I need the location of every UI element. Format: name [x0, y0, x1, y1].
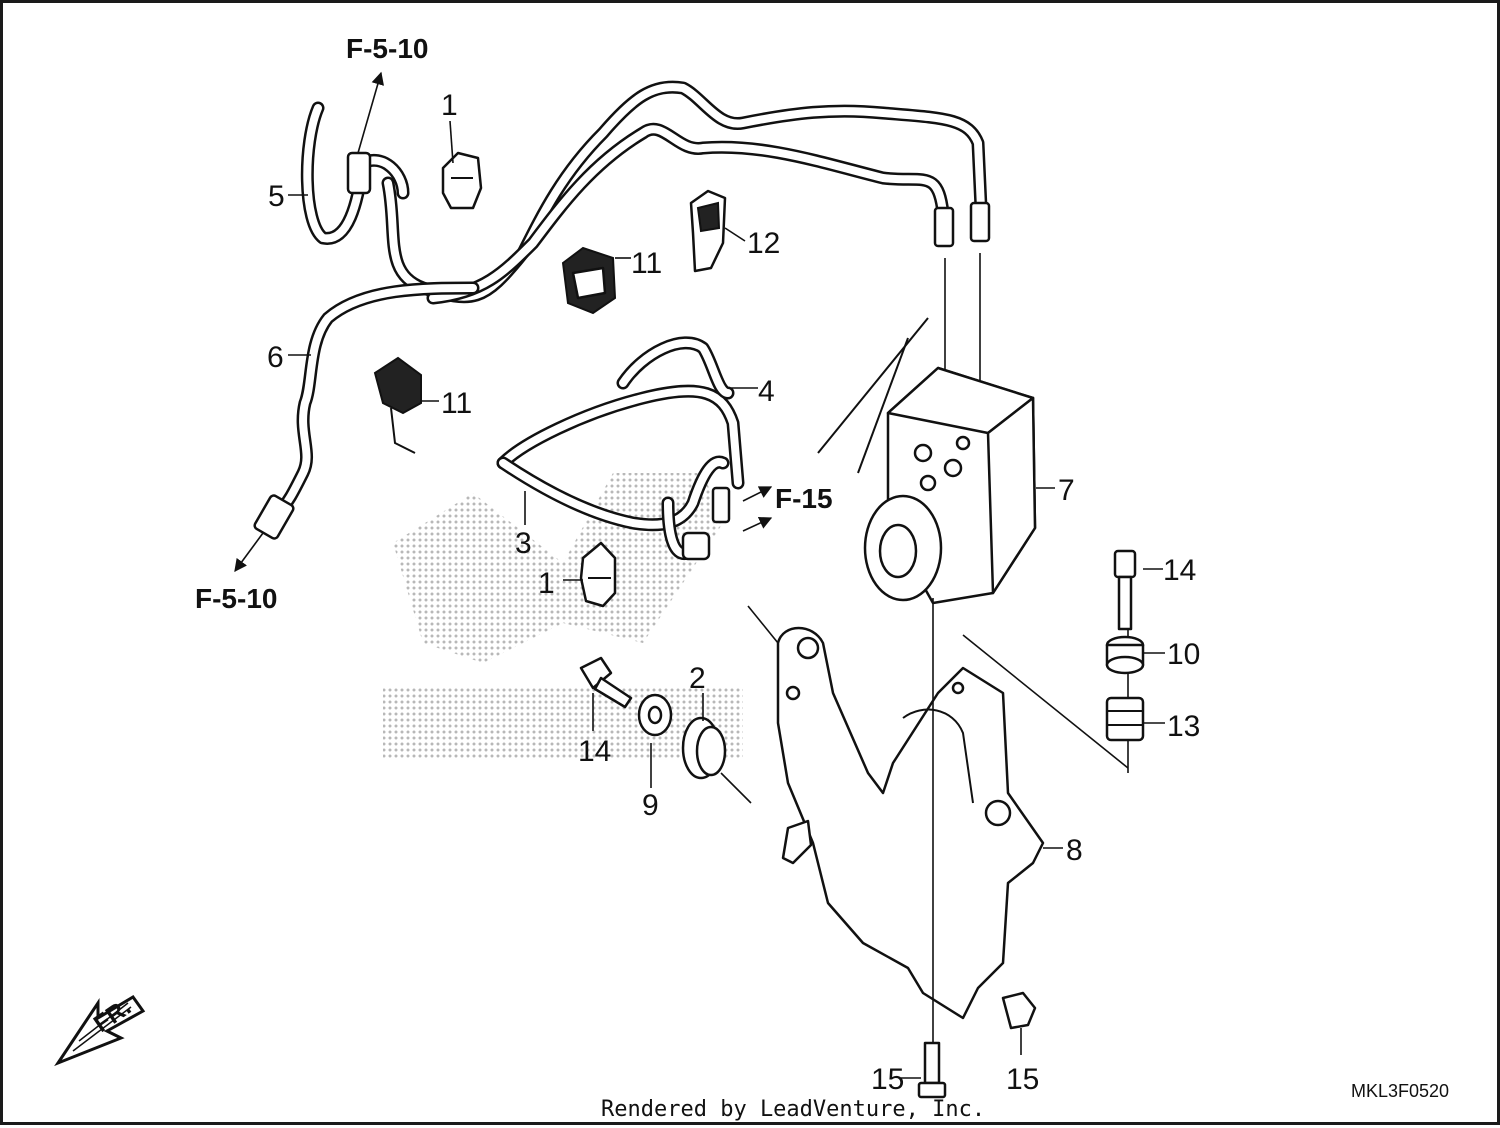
grommet-2	[681, 693, 752, 804]
rubber-mount-13	[1105, 696, 1145, 742]
abs-modulator-diagram: 1 1 2 3 4 5 6 7 8 9 10 11 11 12 13 14 14…	[54, 33, 1449, 1122]
callout-1-upper: 1	[441, 89, 458, 122]
callout-15-center: 15	[871, 1063, 904, 1096]
bolt-14-left	[579, 656, 633, 709]
front-direction-arrow-icon	[54, 995, 146, 1067]
diagram-code: MKL3F0520	[1351, 1081, 1449, 1101]
callout-leaders	[234, 71, 1165, 849]
callout-3: 3	[515, 527, 532, 560]
callout-15-right: 15	[1006, 1063, 1039, 1096]
callout-1-lower: 1	[538, 567, 555, 600]
callout-6: 6	[267, 341, 284, 374]
callout-7: 7	[1058, 474, 1075, 507]
collar-9	[637, 693, 673, 788]
callout-10: 10	[1167, 638, 1200, 671]
bolt-15-center	[901, 1041, 947, 1099]
callout-14-left: 14	[578, 735, 611, 768]
brake-pipe-3-4	[496, 336, 745, 561]
pipe-clamp-1-lower	[579, 541, 617, 608]
abs-modulator-unit-7	[817, 317, 1037, 605]
callout-2: 2	[689, 662, 706, 695]
callout-5: 5	[268, 180, 285, 213]
callout-9: 9	[642, 789, 659, 822]
pipe-holder-11-lower	[373, 356, 422, 454]
callout-14-right: 14	[1163, 554, 1196, 587]
reference-right: F-15	[775, 483, 833, 514]
render-credit: Rendered by LeadVenture, Inc.	[601, 1097, 985, 1122]
callout-13: 13	[1167, 710, 1200, 743]
callout-4: 4	[758, 375, 775, 408]
pipe-holder-11-upper	[561, 246, 617, 315]
reference-bottom: F-5-10	[195, 583, 277, 614]
callout-8: 8	[1066, 834, 1083, 867]
bolt-15-right	[1001, 991, 1037, 1055]
pipe-clip-12	[689, 189, 727, 273]
callout-12: 12	[747, 227, 780, 260]
part-callouts: 1 1 2 3 4 5 6 7 8 9 10 11 11 12 13 14 14…	[267, 89, 1200, 1096]
abs-modulator-bracket-8	[747, 598, 1129, 1063]
brake-hose-6	[253, 281, 480, 540]
brake-hose-5	[300, 101, 410, 245]
callout-11-lower: 11	[441, 387, 472, 420]
pipe-clamp-1-upper	[441, 151, 483, 210]
brake-pipe-upper	[381, 80, 991, 423]
callout-11-upper: 11	[631, 247, 662, 280]
collar-10	[1105, 635, 1145, 675]
reference-top: F-5-10	[346, 33, 428, 64]
